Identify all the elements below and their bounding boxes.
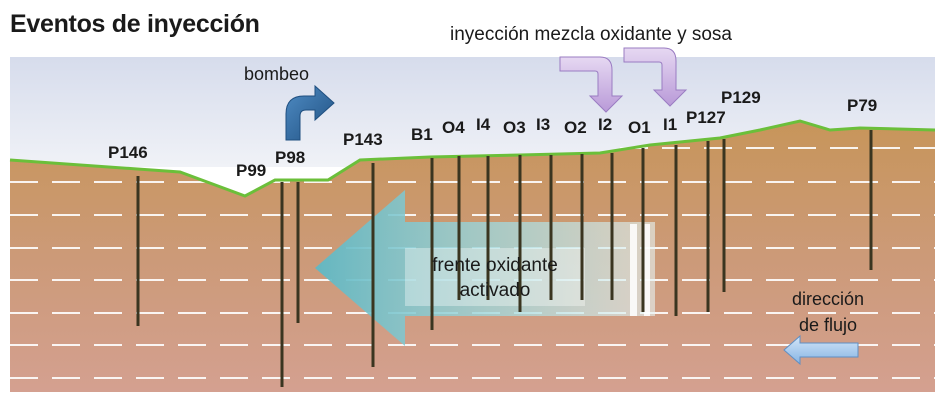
well-label-B1: B1 [411, 125, 433, 144]
well-label-P127: P127 [686, 108, 726, 127]
front-label-line2: activado [460, 280, 531, 301]
well-label-P99: P99 [236, 161, 266, 180]
injection-arrow-I2 [559, 56, 624, 113]
injection-label: inyección mezcla oxidante y sosa [450, 24, 732, 45]
well-label-O2: O2 [564, 118, 587, 137]
pumping-label: bombeo [244, 64, 309, 84]
front-label-line1: frente oxidante [432, 255, 558, 276]
well-label-O1: O1 [628, 118, 651, 137]
oxidant-front-arrow [315, 190, 655, 346]
well-label-I2: I2 [598, 115, 612, 134]
oxidant-front-tail-bar-1 [630, 224, 637, 316]
well-label-P129: P129 [721, 88, 761, 107]
well-label-I1: I1 [663, 115, 677, 134]
oxidant-front-tail-bar-2 [644, 224, 650, 316]
well-label-I4: I4 [476, 115, 491, 134]
diagram-title: Eventos de inyección [10, 10, 260, 38]
wells [136, 130, 873, 387]
well-label-P143: P143 [343, 130, 383, 149]
well-label-P146: P146 [108, 143, 148, 162]
flow-label-line2: de flujo [799, 315, 857, 335]
front-label-box [405, 248, 585, 306]
well-label-P79: P79 [847, 96, 877, 115]
well-label-O3: O3 [503, 118, 526, 137]
ground-surface-line [9, 119, 935, 198]
well-label-P98: P98 [275, 148, 305, 167]
flow-direction-arrow [783, 334, 859, 366]
well-label-I3: I3 [536, 115, 550, 134]
flow-label-line1: dirección [792, 289, 864, 309]
pumping-arrow [285, 84, 335, 141]
injection-arrow-I1 [623, 47, 688, 107]
well-label-O4: O4 [442, 118, 465, 137]
